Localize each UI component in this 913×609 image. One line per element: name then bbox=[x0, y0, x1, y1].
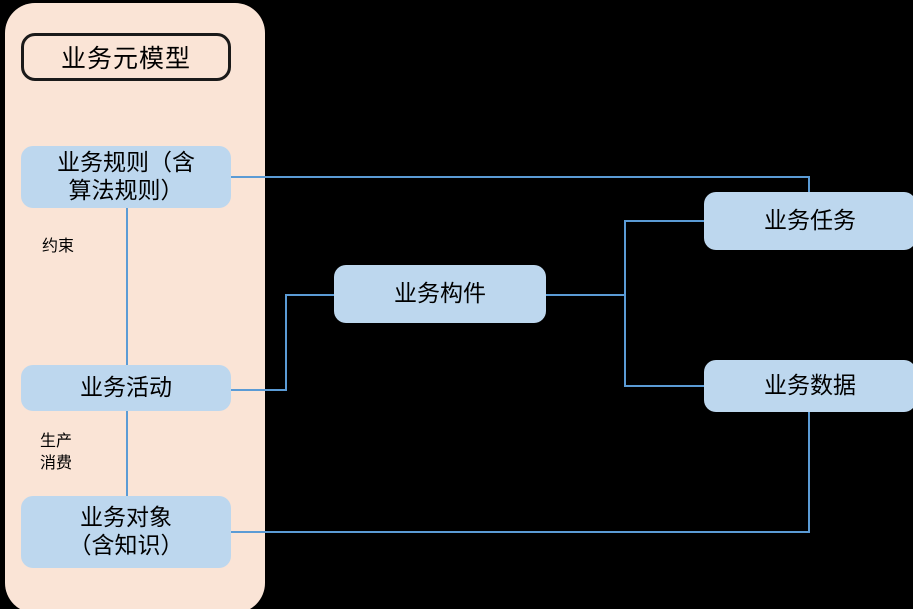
connector-object-to-data-horizontal bbox=[231, 531, 810, 533]
connector-activity-to-elbow bbox=[231, 389, 287, 391]
connector-rule-activity-object bbox=[126, 208, 128, 496]
connector-component-to-trunk bbox=[546, 294, 626, 296]
node-business-activity[interactable]: 业务活动 bbox=[21, 365, 231, 411]
connector-trunk-vertical bbox=[624, 220, 626, 386]
connector-object-to-data-vertical bbox=[808, 412, 810, 533]
connector-rule-to-task-horizontal bbox=[231, 176, 810, 178]
connector-trunk-to-task bbox=[624, 220, 706, 222]
connector-elbow-vertical bbox=[285, 294, 287, 391]
edge-label-produce-consume: 生产 消费 bbox=[40, 431, 73, 472]
node-business-object[interactable]: 业务对象 （含知识） bbox=[21, 496, 231, 568]
connector-rule-to-task-vertical bbox=[808, 176, 810, 194]
node-business-data[interactable]: 业务数据 bbox=[704, 360, 913, 412]
node-business-task[interactable]: 业务任务 bbox=[704, 192, 913, 250]
node-business-rule[interactable]: 业务规则（含 算法规则） bbox=[21, 146, 231, 208]
diagram-title: 业务元模型 bbox=[21, 33, 231, 81]
connector-elbow-to-component bbox=[285, 294, 336, 296]
node-business-component[interactable]: 业务构件 bbox=[334, 265, 546, 323]
edge-label-constrain: 约束 bbox=[42, 236, 75, 255]
connector-trunk-to-data bbox=[624, 385, 706, 387]
